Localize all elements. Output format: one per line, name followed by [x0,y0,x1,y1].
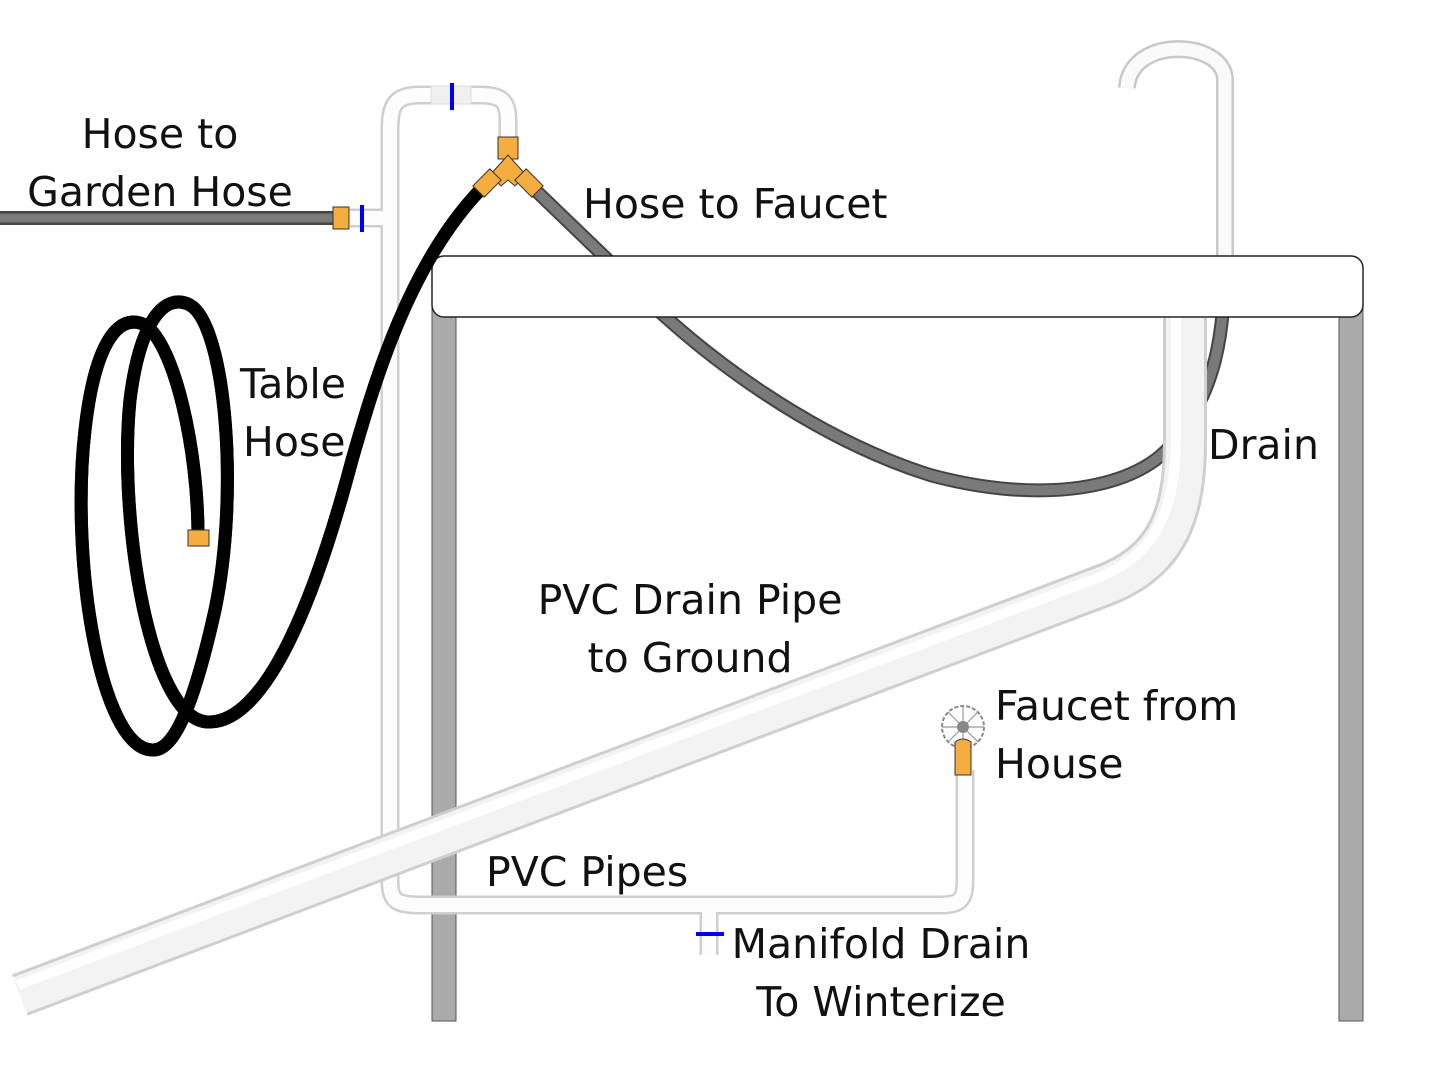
label-hose-to-garden-2: Garden Hose [27,168,293,216]
label-pvc-drain-pipe-2: to Ground [588,634,793,682]
pvc-drain-pipe [12,318,1207,1016]
label-hose-to-garden-1: Hose to [82,110,239,158]
y-connector [472,136,544,198]
table-hose-end-fitting [187,529,210,547]
label-table-hose-1: Table [239,360,346,408]
table [431,255,1364,1022]
sink-faucet [1118,40,1234,260]
label-manifold-drain-1: Manifold Drain [732,920,1031,968]
label-faucet-from-house-1: Faucet from [995,682,1238,730]
garden-hose-fitting [332,206,350,230]
house-faucet [941,705,985,776]
table-top [431,255,1364,318]
pvc-pipes [350,83,975,955]
label-pvc-drain-pipe-1: PVC Drain Pipe [538,576,843,624]
label-drain: Drain [1208,421,1319,469]
table-hose [81,185,485,750]
table-leg-right [1338,299,1364,1022]
label-hose-to-faucet: Hose to Faucet [583,180,888,228]
garden-hose [0,206,350,230]
label-faucet-from-house-2: House [995,740,1124,788]
label-manifold-drain-2: To Winterize [755,978,1006,1026]
hose-to-faucet [525,179,1232,498]
label-pvc-pipes: PVC Pipes [486,848,688,896]
label-table-hose-2: Hose [243,418,346,466]
